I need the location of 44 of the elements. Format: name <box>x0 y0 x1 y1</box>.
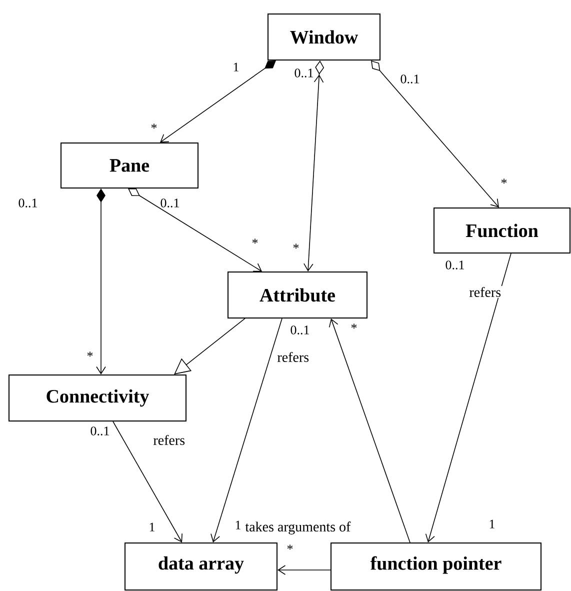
multiplicity-label: * <box>87 352 93 356</box>
multiplicity-label: 0..1 <box>290 326 309 334</box>
multiplicity-label: * <box>293 244 299 248</box>
multiplicity-label: 1 <box>236 520 240 530</box>
association-arrow <box>278 565 331 575</box>
class-name: data array <box>158 556 244 574</box>
class-box <box>268 14 380 60</box>
association-arrow <box>328 318 410 543</box>
class-name: Attribute <box>260 288 335 302</box>
association-arrow <box>371 60 499 208</box>
association-arrow <box>174 318 246 374</box>
class-name: Pane <box>110 159 150 172</box>
class-box <box>124 542 278 590</box>
class-name: function pointer <box>370 556 502 574</box>
multiplicity-label: 0..1 <box>90 426 109 436</box>
association-arrow <box>304 60 324 272</box>
edge-label: takes arguments of <box>245 522 351 534</box>
multiplicity-label: 0..1 <box>160 198 179 208</box>
multiplicity-label: 1 <box>234 62 238 72</box>
class-name: Window <box>290 30 358 44</box>
multiplicity-label: 0..1 <box>294 68 313 78</box>
multiplicity-label: * <box>501 178 507 184</box>
edge-label: refers <box>277 352 309 362</box>
multiplicity-label: 0..1 <box>18 198 37 208</box>
association-arrow <box>160 60 276 142</box>
class-name: Function <box>466 224 538 238</box>
association-arrow <box>425 253 512 542</box>
class-box <box>228 272 368 318</box>
class-box <box>330 542 542 590</box>
multiplicity-label: * <box>151 124 157 128</box>
class-box <box>434 208 570 254</box>
class-box <box>8 374 186 422</box>
association-arrow <box>96 188 106 374</box>
multiplicity-label: 1 <box>490 520 494 528</box>
association-arrow <box>210 318 282 542</box>
association-arrow <box>112 421 182 542</box>
multiplicity-label: 0..1 <box>400 74 419 84</box>
multiplicity-label: * <box>252 238 258 244</box>
class-box <box>60 142 198 188</box>
class-name: Connectivity <box>46 389 150 407</box>
edge-label: refers <box>469 287 501 297</box>
edge-label: refers <box>153 435 185 445</box>
multiplicity-label: * <box>287 544 293 550</box>
association-arrow <box>128 188 262 272</box>
